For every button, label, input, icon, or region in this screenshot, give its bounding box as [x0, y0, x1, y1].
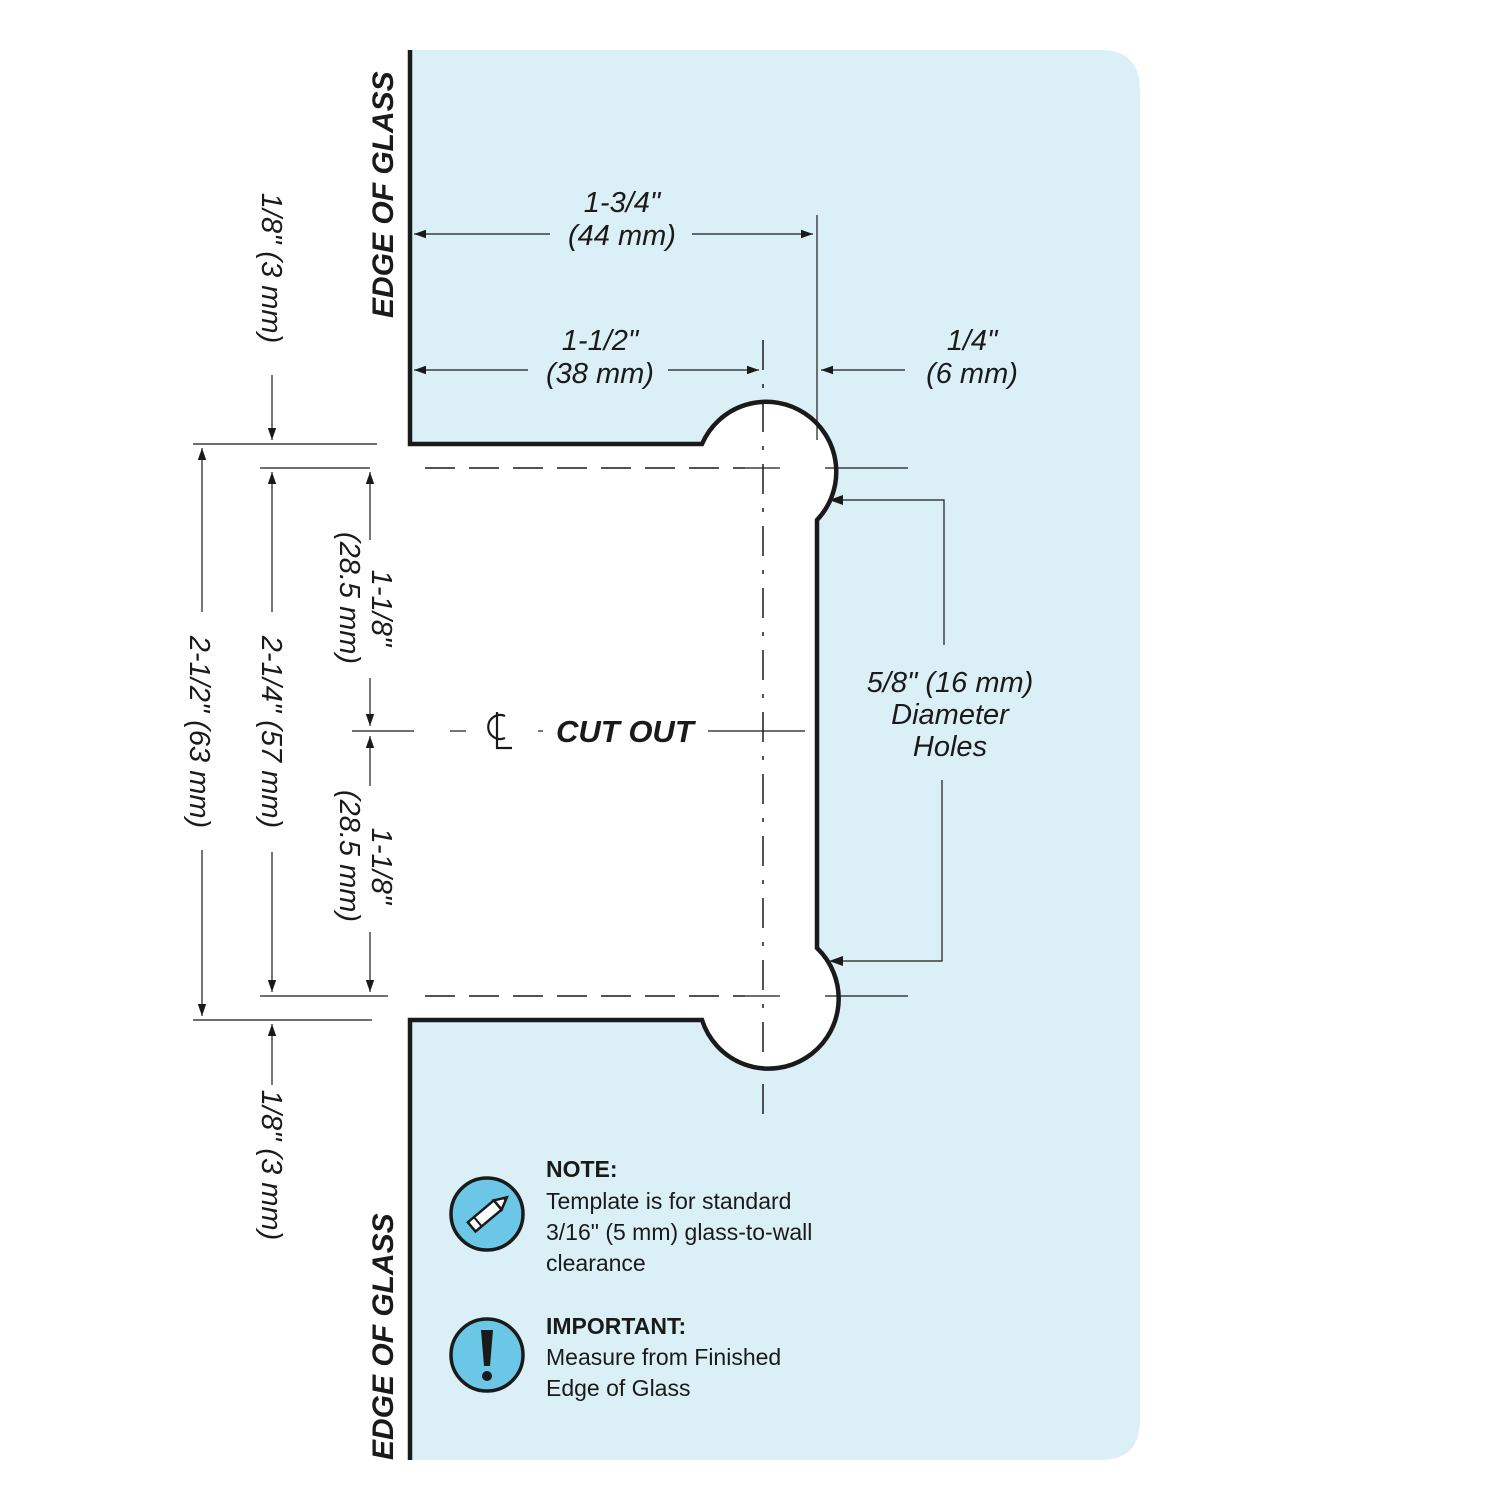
dim-44-inch: 1-3/4" [584, 187, 662, 219]
edge-of-glass-top: EDGE OF GLASS [367, 71, 400, 318]
dim-half-top-inch: 1-1/8" [365, 570, 397, 648]
note-line-1: Template is for standard [546, 1188, 791, 1214]
holes-label-diameter: Diameter [891, 699, 1010, 731]
dim-gap-top-label: 1/8" (3 mm) [255, 193, 287, 343]
note-line-2: 3/16" (5 mm) glass-to-wall [546, 1219, 812, 1245]
important-title: IMPORTANT: [546, 1313, 686, 1339]
holes-leader-top-arrow [829, 495, 843, 505]
note-line-3: clearance [546, 1250, 646, 1276]
dim-6-inch: 1/4" [947, 325, 999, 357]
important-line-2: Edge of Glass [546, 1375, 690, 1401]
cutout-outline [407, 50, 841, 1460]
glass-panel [410, 50, 1140, 1460]
dim-63-label: 2-1/2" (63 mm) [183, 635, 215, 828]
dim-6-mm: (6 mm) [926, 358, 1018, 390]
cutout-label: CUT OUT [556, 714, 697, 749]
holes-leader-bottom [835, 780, 943, 962]
holes-label-holes: Holes [913, 731, 987, 763]
edge-of-glass-bottom: EDGE OF GLASS [367, 1213, 400, 1460]
holes-label-size: 5/8" (16 mm) [867, 667, 1034, 699]
dim-44-mm: (44 mm) [568, 220, 676, 252]
dim-57-label: 2-1/4" (57 mm) [255, 635, 287, 828]
note-title: NOTE: [546, 1156, 618, 1182]
centerline-symbol: CL [487, 712, 512, 750]
exclamation-icon [449, 1317, 525, 1393]
holes-leader-bottom-arrow [829, 956, 843, 966]
pencil-icon [449, 1176, 525, 1252]
dim-half-bottom-mm: (28.5 mm) [333, 790, 365, 922]
important-line-1: Measure from Finished [546, 1344, 781, 1370]
dim-gap-bottom-label: 1/8" (3 mm) [255, 1090, 287, 1240]
dim-38-inch: 1-1/2" [562, 325, 640, 357]
dim-half-top-mm: (28.5 mm) [333, 532, 365, 664]
dim-half-bottom-inch: 1-1/8" [365, 828, 397, 906]
holes-leader-top [835, 499, 945, 645]
dim-38-mm: (38 mm) [546, 358, 654, 390]
